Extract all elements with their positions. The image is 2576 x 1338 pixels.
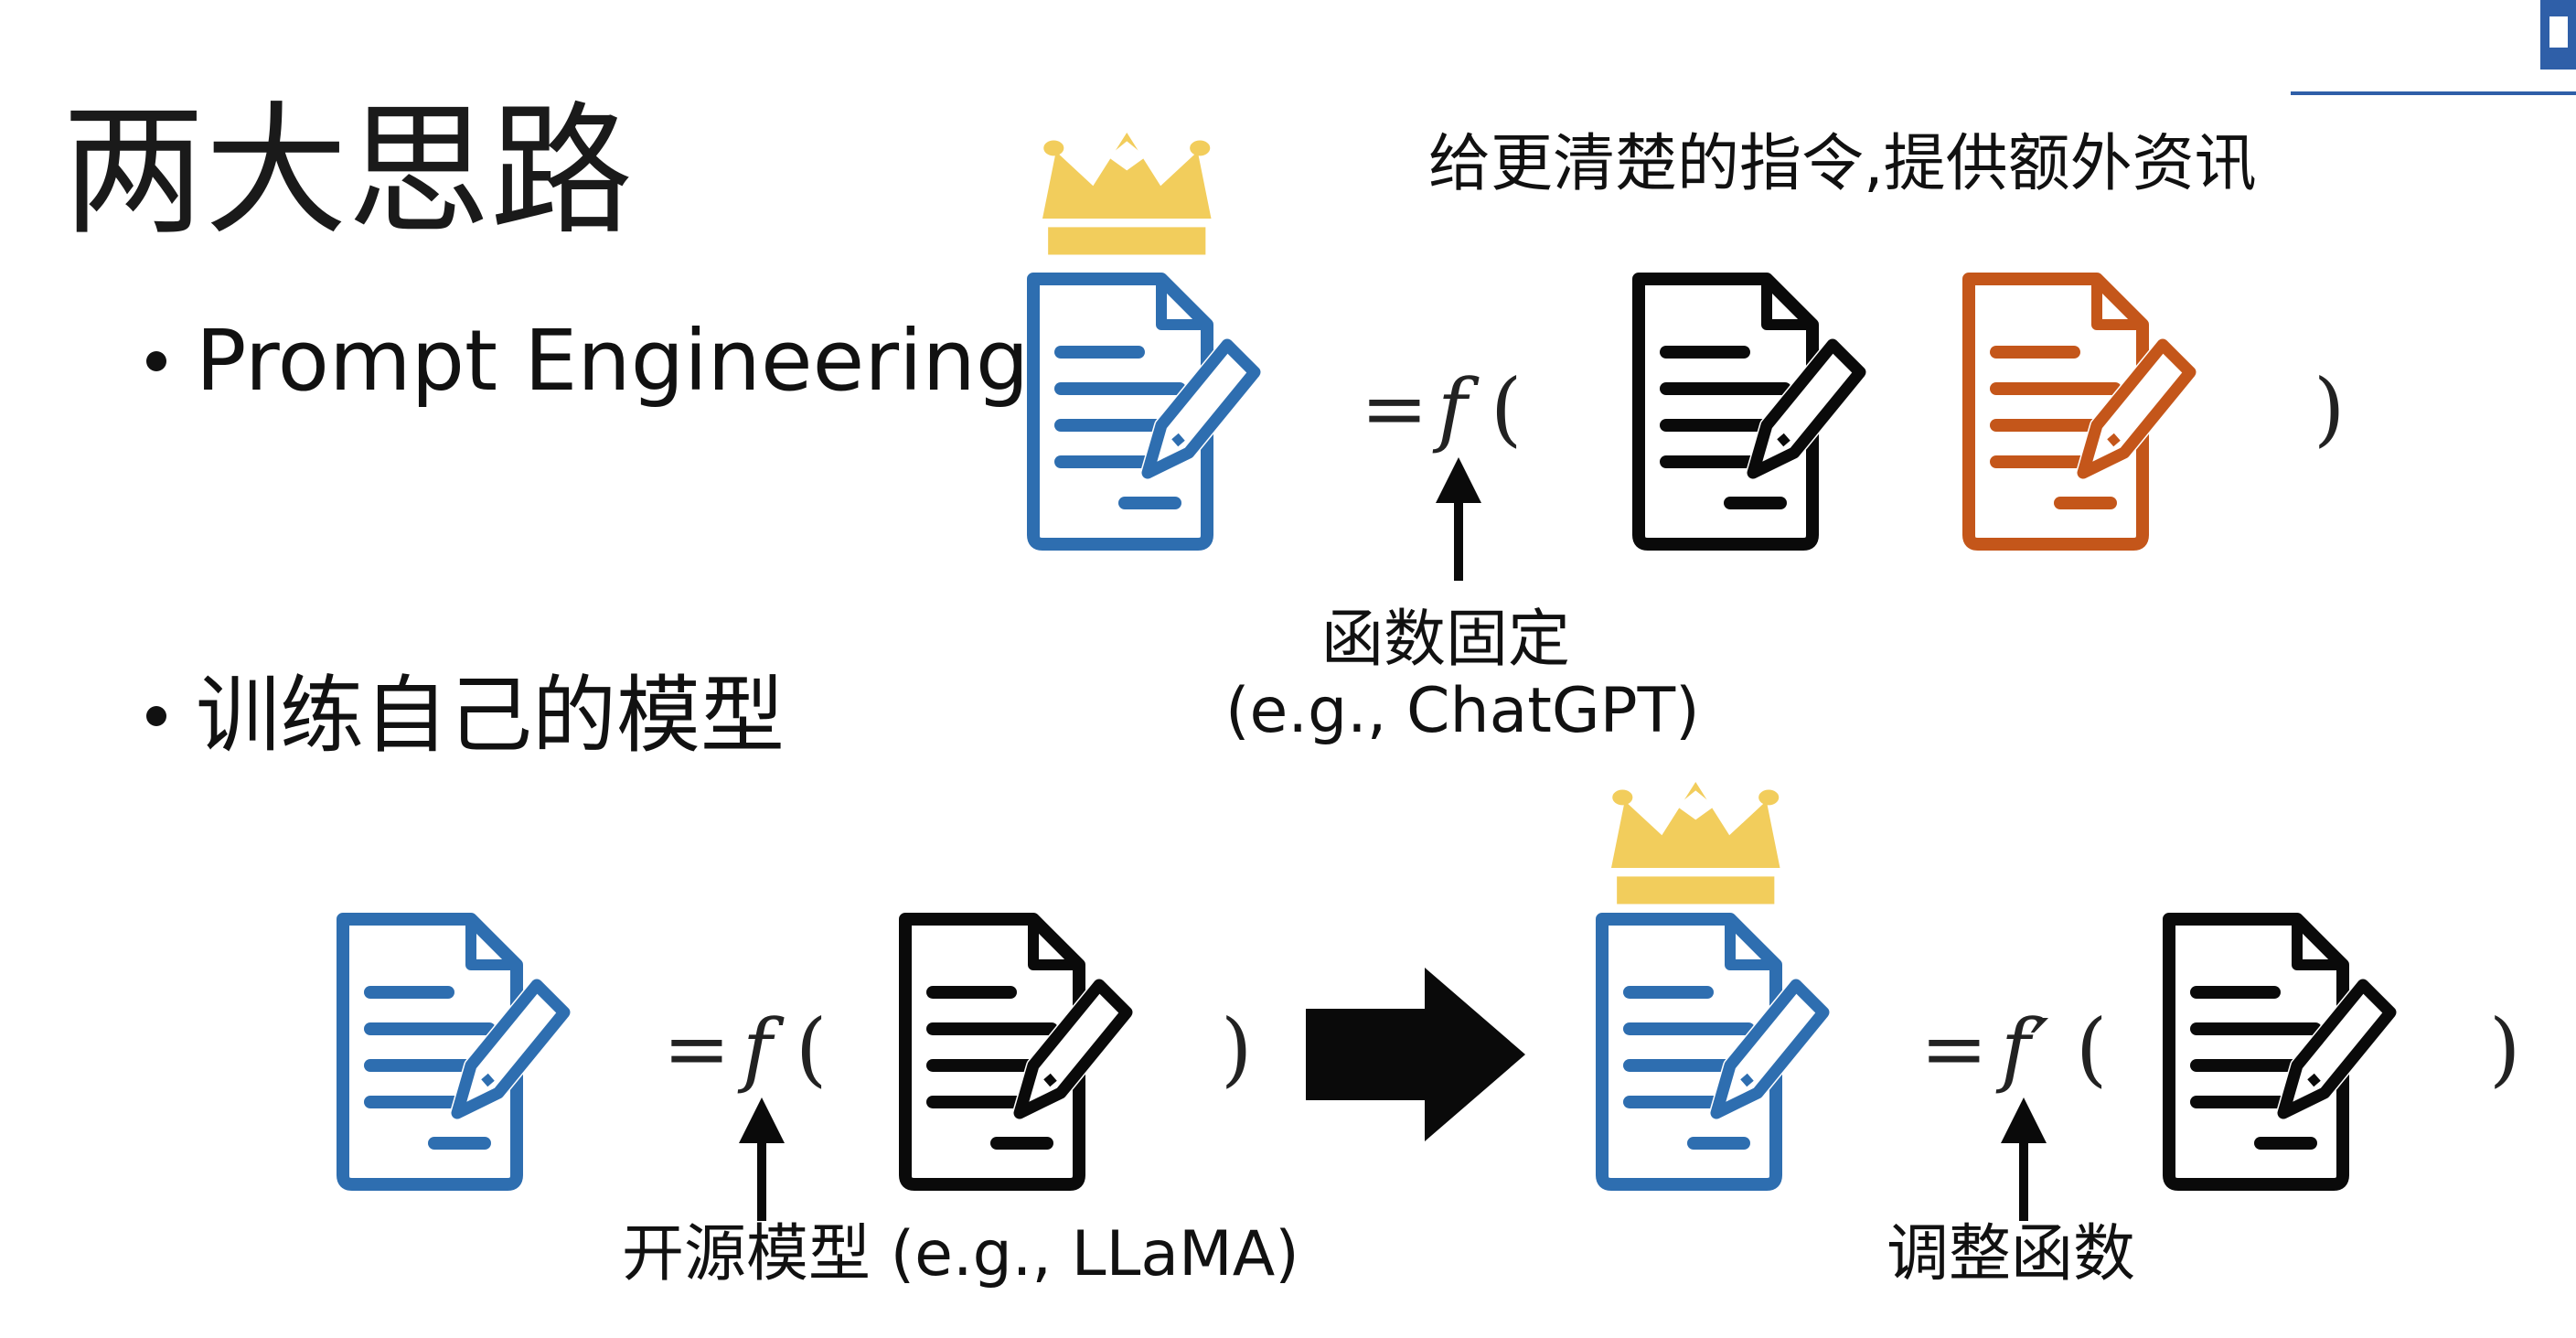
document-edit-icon [2160, 910, 2398, 1203]
adjust-function-label: 调整函数 [1887, 1218, 2136, 1290]
arrow-up-icon [739, 1097, 785, 1221]
equals-sign: = [663, 1001, 731, 1096]
open-paren: ( [2076, 1001, 2108, 1096]
crown-icon [1042, 133, 1212, 255]
fixed-function-label: 函数固定 [1321, 604, 1571, 676]
equals-sign: = [1920, 1001, 1988, 1096]
slide-title: 两大思路 [62, 88, 633, 254]
bullet-train-own-model: 训练自己的模型 [146, 666, 785, 766]
document-edit-icon [1960, 270, 2197, 562]
fixed-function-example: (e.g., ChatGPT) [1225, 675, 1700, 747]
document-edit-icon [1024, 270, 1262, 562]
function-f: f [743, 1001, 773, 1096]
header-accent-line [2291, 91, 2576, 95]
document-edit-icon [334, 910, 572, 1203]
function-f: f [1438, 361, 1468, 455]
bullet-dot [146, 705, 166, 726]
close-paren: ) [2314, 361, 2346, 455]
document-edit-icon [1630, 270, 1867, 562]
crown-icon [1611, 782, 1780, 904]
open-paren: ( [796, 1001, 828, 1096]
close-paren: ) [2489, 1001, 2521, 1096]
clearer-instruction-note: 给更清楚的指令,提供额外资讯 [1428, 128, 2257, 200]
document-edit-icon [896, 910, 1134, 1203]
equals-sign: = [1361, 361, 1428, 455]
bullet-prompt-engineering: Prompt Engineering [146, 311, 1029, 412]
arrow-up-icon [2001, 1097, 2047, 1221]
open-source-model-label: 开源模型 (e.g., LLaMA) [622, 1218, 1299, 1290]
slide-corner-icon [2540, 0, 2576, 70]
open-paren: ( [1491, 361, 1523, 455]
bullet-label: 训练自己的模型 [196, 667, 786, 765]
document-edit-icon [1593, 910, 1831, 1203]
function-f-prime: f′ [2001, 1001, 2049, 1096]
arrow-right-icon [1306, 968, 1525, 1141]
arrow-up-icon [1436, 457, 1481, 581]
close-paren: ) [1221, 1001, 1253, 1096]
bullet-dot [146, 350, 166, 371]
bullet-label: Prompt Engineering [196, 312, 1030, 410]
